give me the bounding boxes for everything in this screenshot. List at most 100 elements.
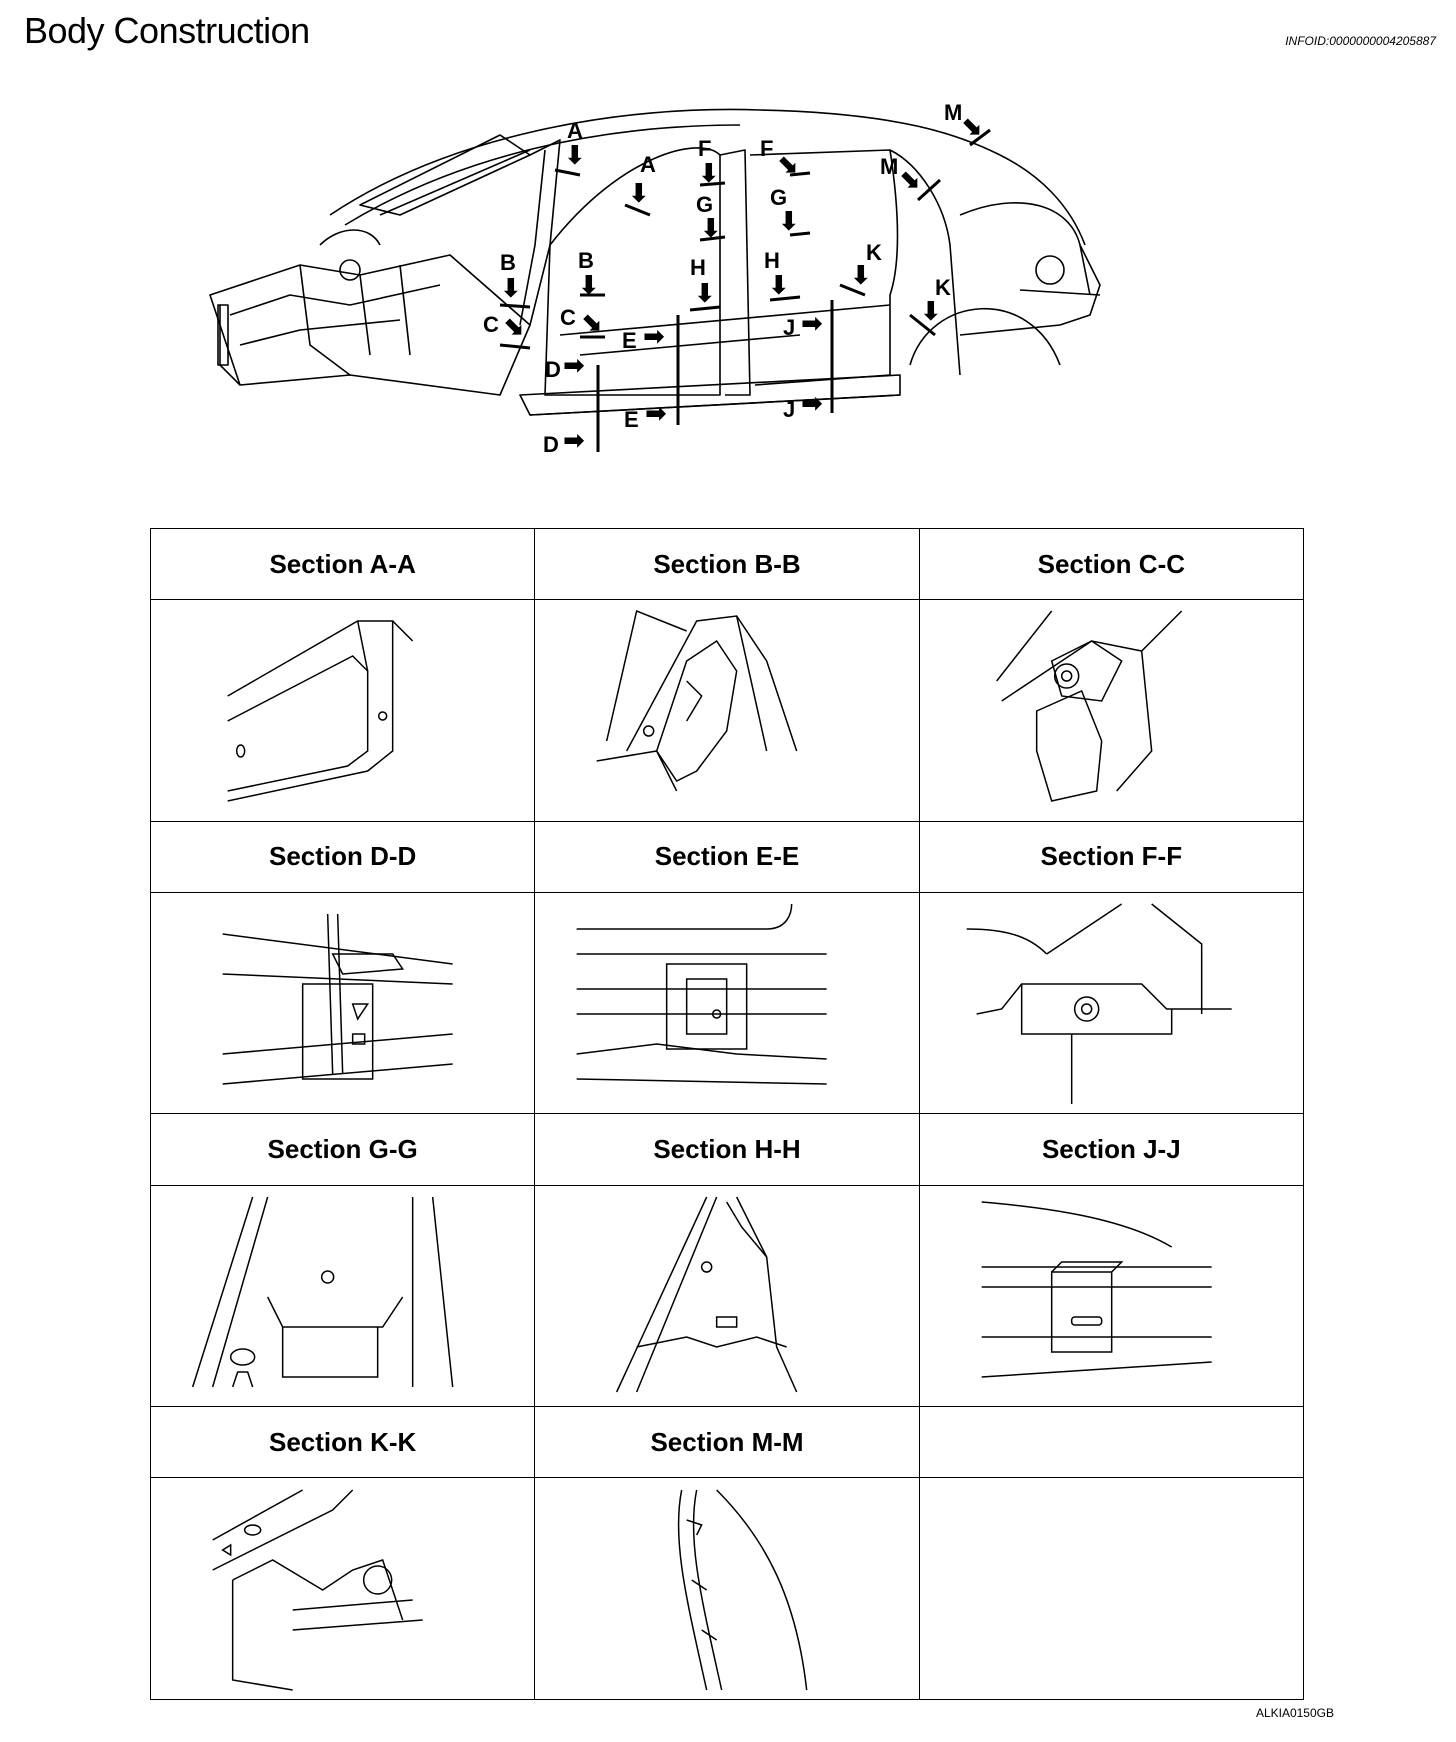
- callout-label: D: [545, 357, 561, 382]
- section-views-table: Section A-A Section B-B Section C-C: [149, 527, 1305, 1700]
- arrow-icon: ⬇: [578, 270, 600, 300]
- section-header-row: Section A-A Section B-B Section C-C: [149, 527, 1305, 601]
- section-image-row: [149, 1184, 1305, 1408]
- section-header-cell: Section F-F: [918, 820, 1305, 893]
- section-k-k-view: [149, 1477, 536, 1700]
- arrow-icon: ⬇: [628, 178, 650, 208]
- section-g-g-drawing: [191, 1196, 454, 1388]
- arrow-icon: ⬇: [920, 296, 942, 326]
- section-j-j-view: [918, 1184, 1305, 1408]
- callout-label: C: [560, 305, 576, 330]
- section-label: Section A-A: [269, 548, 416, 579]
- callout-label: B: [500, 250, 516, 275]
- empty-section-cell: [918, 1477, 1305, 1700]
- arrow-icon: ⬇: [564, 140, 586, 170]
- section-g-g-view: [149, 1184, 536, 1408]
- callout-label: M: [944, 100, 963, 125]
- callout-label: K: [935, 275, 951, 300]
- section-header-row: Section G-G Section H-H Section J-J: [149, 1113, 1305, 1186]
- callout-label: M: [880, 154, 899, 179]
- section-header-cell: Section H-H: [534, 1113, 920, 1186]
- section-h-h-view: [534, 1184, 920, 1408]
- arrow-icon: ⬊: [776, 148, 798, 178]
- callout-label: F: [760, 136, 774, 161]
- arrow-icon: ➡: [801, 308, 823, 338]
- section-j-j-drawing: [981, 1201, 1212, 1378]
- section-label: Section B-B: [653, 548, 801, 579]
- arrow-icon: ➡: [563, 425, 585, 455]
- arrow-icon: ➡: [563, 350, 585, 380]
- callout-label: E: [624, 407, 639, 432]
- section-k-k-drawing: [212, 1489, 423, 1691]
- arrow-icon: ➡: [645, 398, 667, 428]
- section-image-row: [149, 1477, 1305, 1700]
- page-title: Body Construction: [24, 10, 310, 51]
- callout-label: C: [483, 312, 499, 337]
- arrow-icon: ⬊: [960, 110, 982, 140]
- callout-label: K: [866, 240, 882, 265]
- section-image-row: [149, 891, 1305, 1115]
- section-d-d-drawing: [222, 914, 453, 1085]
- section-header-cell: Section J-J: [918, 1113, 1305, 1186]
- section-header-cell: Section G-G: [149, 1113, 536, 1186]
- section-m-m-drawing: [678, 1489, 808, 1690]
- section-label: Section G-G: [267, 1134, 418, 1165]
- arrow-icon: ➡: [643, 321, 665, 351]
- arrow-icon: ⬇: [850, 260, 872, 290]
- arrow-icon: ⬇: [700, 213, 722, 243]
- arrow-icon: ⬇: [778, 206, 800, 236]
- callout-label: G: [770, 185, 788, 210]
- arrow-icon: ⬇: [698, 158, 720, 188]
- section-header-cell: Section B-B: [534, 527, 920, 601]
- callout-label: J: [783, 397, 796, 422]
- section-h-h-drawing: [616, 1196, 798, 1393]
- callout-label: G: [696, 192, 714, 217]
- section-header-cell: Section A-A: [149, 527, 536, 601]
- section-e-e-view: [534, 891, 920, 1115]
- arrow-icon: ⬇: [768, 270, 790, 300]
- callout-label: H: [764, 248, 780, 273]
- arrow-icon: ➡: [801, 388, 823, 418]
- figure-code: ALKIA0150GB: [1255, 1706, 1334, 1720]
- section-header-cell: Section E-E: [534, 820, 920, 893]
- section-label: Section E-E: [654, 841, 800, 872]
- section-c-c-drawing: [995, 610, 1182, 803]
- section-label: Section H-H: [653, 1134, 801, 1165]
- arrow-icon: ⬊: [898, 163, 920, 193]
- section-b-b-drawing: [596, 610, 798, 792]
- arrow-icon: ⬊: [502, 310, 524, 340]
- section-f-f-view: [918, 891, 1305, 1115]
- callout-label: F: [698, 136, 712, 161]
- callout-label: A: [640, 152, 656, 177]
- section-d-d-view: [149, 891, 536, 1115]
- info-id: INFOID:0000000004205887: [1285, 34, 1436, 48]
- section-label: Section J-J: [1041, 1134, 1181, 1165]
- section-f-f-drawing: [966, 903, 1232, 1105]
- section-label: Section F-F: [1040, 841, 1183, 872]
- car-body-diagram: [200, 95, 1180, 515]
- arrow-icon: ⬇: [500, 273, 522, 303]
- callout-label: E: [622, 328, 637, 353]
- car-body-drawing: [209, 108, 1101, 452]
- arrow-icon: ⬇: [694, 278, 716, 308]
- section-b-b-view: [534, 599, 920, 822]
- section-a-a-view: [149, 599, 536, 822]
- section-e-e-drawing: [576, 904, 828, 1085]
- section-header-cell: Section C-C: [918, 527, 1305, 601]
- section-label: Section C-C: [1037, 548, 1185, 579]
- section-header-row: Section D-D Section E-E Section F-F: [149, 820, 1305, 893]
- section-m-m-view: [534, 1477, 920, 1700]
- section-image-row: [149, 599, 1305, 822]
- section-header-cell: Section K-K: [149, 1406, 536, 1479]
- section-label: Section K-K: [268, 1426, 417, 1457]
- section-header-row: Section K-K Section M-M: [149, 1406, 1305, 1479]
- callout-label: A: [567, 118, 583, 143]
- section-a-a-drawing: [227, 620, 414, 803]
- arrow-icon: ⬊: [580, 306, 602, 336]
- callout-label: H: [690, 255, 706, 280]
- section-header-cell: [918, 1406, 1305, 1479]
- section-c-c-view: [918, 599, 1305, 822]
- section-header-cell: Section M-M: [534, 1406, 920, 1479]
- callout-label: B: [578, 248, 594, 273]
- section-header-cell: Section D-D: [149, 820, 536, 893]
